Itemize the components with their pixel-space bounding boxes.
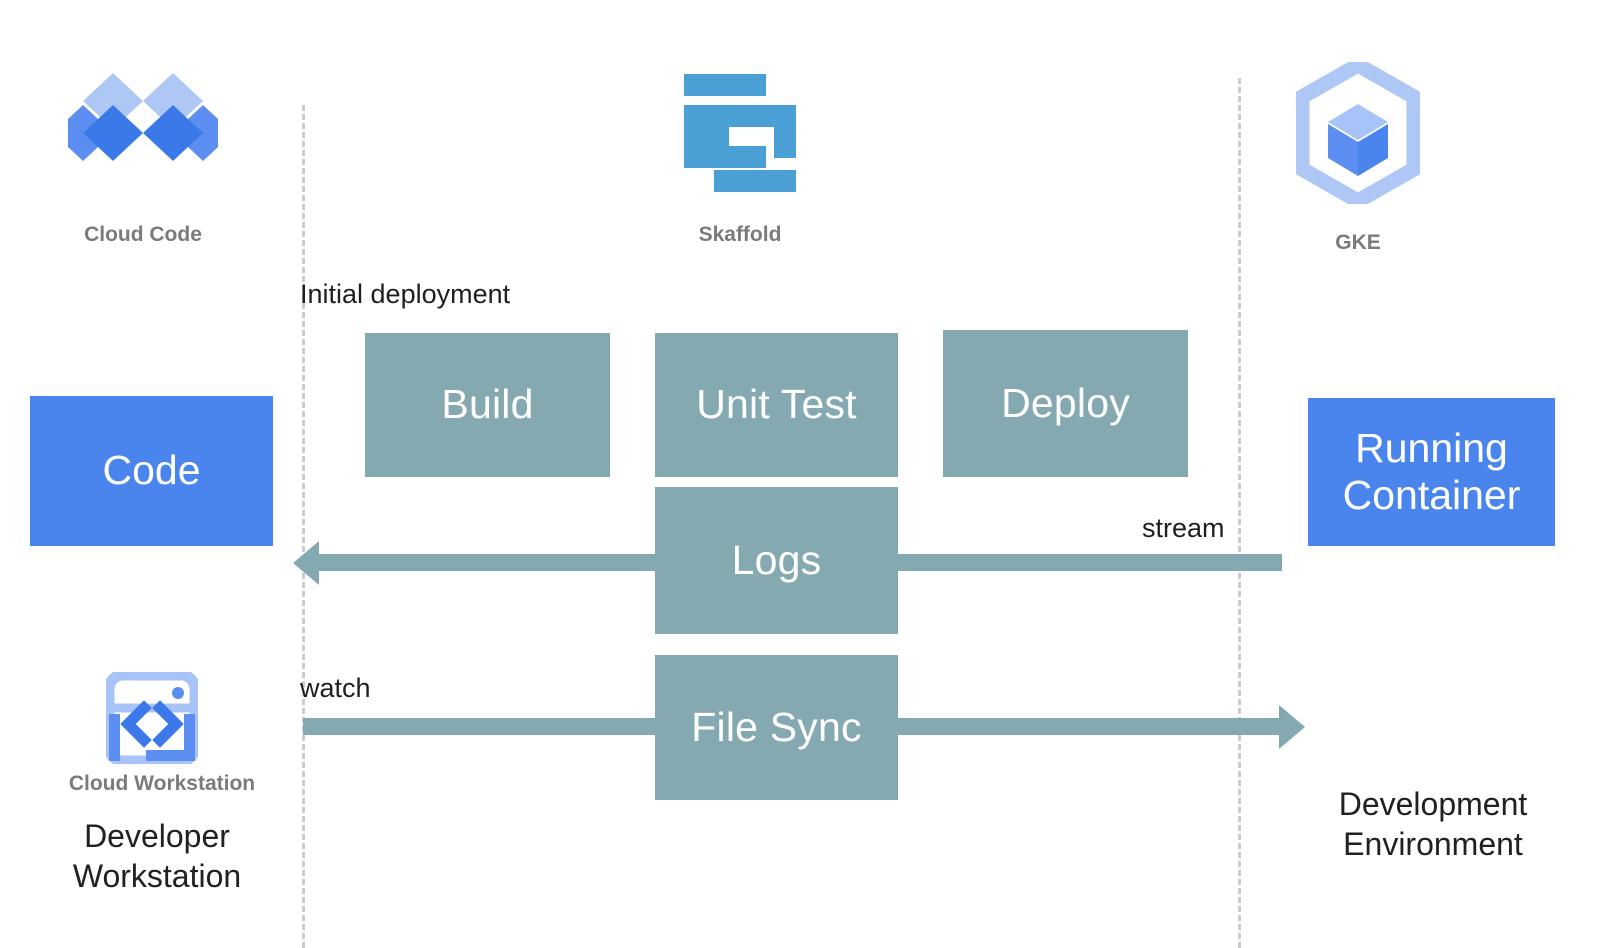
zone-label-development-environment: Development Environment <box>1288 784 1578 864</box>
watch-arrow-head-right-icon <box>1279 705 1305 749</box>
code-box[interactable]: Code <box>30 396 273 546</box>
stage-box-file-sync[interactable]: File Sync <box>655 655 898 800</box>
stream-arrow-head-left-icon <box>293 541 319 585</box>
zone-label-line1: Development <box>1338 786 1528 822</box>
product-label-cloud-code: Cloud Code <box>84 223 202 246</box>
zone-label-developer-workstation: Developer Workstation <box>22 816 292 896</box>
flow-label-initial-deployment: Initial deployment <box>300 279 511 309</box>
flow-label-watch: watch <box>300 673 371 703</box>
product-label-gke: GKE <box>1335 231 1381 254</box>
environment-boundary-line <box>1238 78 1241 948</box>
cloud-workstation-icon <box>103 669 201 767</box>
workstation-boundary-line <box>302 105 305 948</box>
stage-box-build[interactable]: Build <box>365 333 610 477</box>
zone-label-line1: Developer <box>84 818 230 854</box>
product-label-cloud-workstation: Cloud Workstation <box>68 772 256 795</box>
running-container-box[interactable]: Running Container <box>1308 398 1555 546</box>
skaffold-icon <box>684 74 799 192</box>
stage-box-logs[interactable]: Logs <box>655 487 898 634</box>
product-label-skaffold: Skaffold <box>698 223 782 246</box>
zone-label-line2: Workstation <box>72 858 242 894</box>
gke-icon <box>1294 56 1422 210</box>
cloud-code-icon <box>53 68 233 188</box>
stage-box-unit-test[interactable]: Unit Test <box>655 333 898 477</box>
flow-label-stream: stream <box>1142 513 1225 543</box>
stage-box-deploy[interactable]: Deploy <box>943 330 1188 477</box>
zone-label-line2: Environment <box>1343 826 1523 862</box>
